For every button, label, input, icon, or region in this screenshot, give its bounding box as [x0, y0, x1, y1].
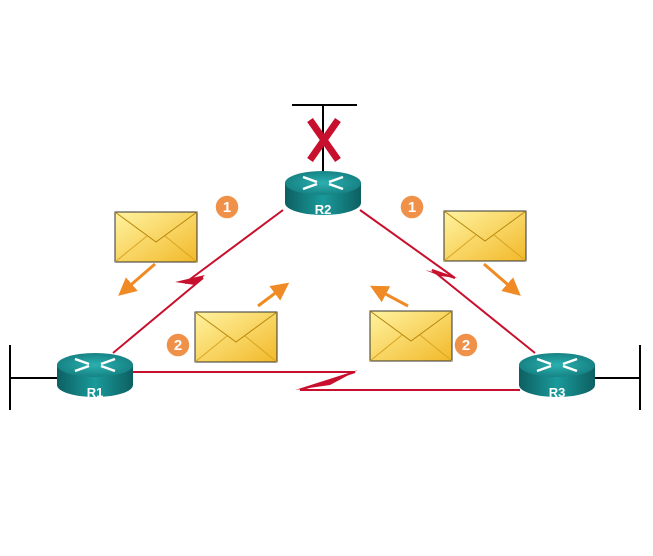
router-r1: R1	[55, 351, 135, 400]
router-r2: R2	[283, 169, 363, 217]
step-badge-2: 2	[453, 332, 479, 358]
svg-text:2: 2	[174, 337, 182, 354]
update-envelope-icon	[194, 311, 278, 363]
router-label: R2	[315, 202, 332, 217]
arrow-icon	[118, 262, 156, 296]
update-envelope-icon	[369, 310, 453, 362]
svg-text:1: 1	[223, 199, 231, 216]
lan-segment-r1	[9, 345, 58, 410]
update-envelope-icon	[114, 211, 198, 263]
svg-text:1: 1	[408, 199, 416, 216]
arrow-icon	[257, 282, 290, 308]
router-r3: R3	[517, 351, 597, 400]
step-badge-2: 2	[165, 332, 191, 358]
arrow-icon	[370, 285, 409, 308]
step-badge-1: 1	[399, 194, 425, 220]
svg-text:2: 2	[462, 337, 470, 354]
arrow-icon	[483, 262, 521, 296]
lan-segment-r3	[595, 345, 641, 410]
router-label: R3	[549, 385, 566, 400]
update-envelope-icon	[443, 210, 527, 262]
serial-link-r2-r3	[359, 209, 536, 354]
step-badge-1: 1	[214, 194, 240, 220]
router-label: R1	[87, 385, 104, 400]
link-failure-x-icon	[307, 117, 341, 163]
